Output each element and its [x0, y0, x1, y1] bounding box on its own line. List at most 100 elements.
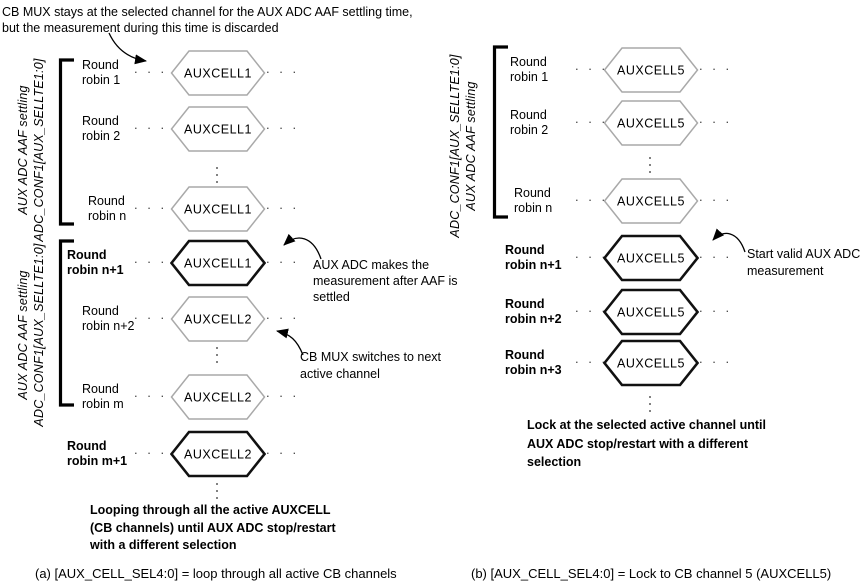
auxcell-hexagon-shape: [603, 234, 699, 282]
round-robin-label-line: robin n+3: [505, 363, 562, 377]
round-robin-label-line: robin 1: [82, 73, 121, 87]
axis-label-line: AUX ADC AAF settling: [16, 85, 30, 215]
annotation-line: AUX ADC makes the: [313, 258, 430, 272]
ellipsis-left: . . .: [134, 442, 168, 457]
auxcell-hexagon-shape: [603, 339, 699, 387]
vertical-ellipsis: [216, 342, 219, 368]
round-robin-label-line: robin 1: [510, 70, 549, 84]
vertical-ellipsis: [216, 162, 219, 188]
ellipsis-left: . . .: [134, 197, 168, 212]
ellipsis-right: . . .: [266, 197, 300, 212]
auxcell-hexagon-shape: [170, 186, 266, 232]
round-robin-label-line: robin n+2: [505, 312, 562, 326]
ellipsis-right: . . .: [699, 189, 733, 204]
ellipsis-left: . . .: [575, 111, 609, 126]
bracket-settling-b: [492, 45, 508, 219]
round-robin-label-line: robin n+2: [82, 319, 135, 333]
round-robin-label-line: Round: [82, 304, 119, 318]
ellipsis-right: . . .: [266, 61, 300, 76]
auxcell-hexagon: AUXCELL1: [170, 239, 266, 287]
ellipsis-right: . . .: [266, 307, 300, 322]
round-robin-label-line: robin n+1: [67, 263, 124, 277]
auxcell-hexagon: AUXCELL2: [170, 430, 266, 478]
caption-b: (b) [AUX_CELL_SEL4:0] = Lock to CB chann…: [471, 566, 832, 581]
annotation-line: Start valid AUX ADC: [747, 247, 861, 261]
ellipsis-right: . . .: [266, 442, 300, 457]
auxcell-hexagon: AUXCELL1: [170, 106, 266, 152]
ellipsis-left: . . .: [575, 58, 609, 73]
annotation-start-valid-measurement: Start valid AUX ADC measurement: [747, 246, 860, 279]
axis-label-settling-b: ADC_CONF1[AUX_SELLTE1:0] AUX ADC AAF set…: [447, 41, 479, 251]
round-robin-label-line: robin n+1: [505, 258, 562, 272]
auxcell-hexagon-label: AUXCELL2: [184, 313, 252, 327]
auxcell-hexagon-label: AUXCELL5: [617, 357, 685, 371]
ellipsis-left: . . .: [575, 246, 609, 261]
annotation-line: CB MUX switches to next: [300, 350, 442, 364]
auxcell-hexagon: AUXCELL5: [603, 288, 699, 336]
auxcell-hexagon-label: AUXCELL1: [184, 123, 252, 137]
auxcell-hexagon-shape: [603, 178, 699, 224]
axis-label-line: ADC_CONF1[AUX_SELLTE1:0]: [32, 58, 46, 242]
auxcell-hexagon-label: AUXCELL2: [184, 391, 252, 405]
auxcell-hexagon: AUXCELL5: [603, 100, 699, 146]
ellipsis-left: . . .: [575, 351, 609, 366]
auxcell-hexagon-label: AUXCELL1: [184, 257, 252, 271]
auxcell-hexagon-shape: [170, 50, 266, 96]
vertical-ellipsis: [649, 391, 652, 417]
auxcell-hexagon: AUXCELL2: [170, 296, 266, 342]
auxcell-hexagon-shape: [170, 374, 266, 420]
auxcell-hexagon-shape: [170, 296, 266, 342]
auxcell-hexagon-label: AUXCELL1: [184, 203, 252, 217]
annotation-line: settled: [313, 290, 350, 304]
annotation-line: measurement: [747, 263, 824, 278]
auxcell-hexagon-label: AUXCELL5: [617, 306, 685, 320]
auxcell-hexagon: AUXCELL1: [170, 50, 266, 96]
auxcell-hexagon: AUXCELL1: [170, 186, 266, 232]
top-note: CB MUX stays at the selected channel for…: [2, 5, 413, 36]
auxcell-hexagon-shape: [170, 430, 266, 478]
auxcell-hexagon: AUXCELL2: [170, 374, 266, 420]
auxcell-hexagon: AUXCELL5: [603, 234, 699, 282]
ellipsis-right: . . .: [699, 111, 733, 126]
footer-note-line: (CB channels) until AUX ADC stop/restart: [90, 520, 336, 535]
annotation-line: measurement after AAF is: [313, 274, 458, 288]
round-robin-label-line: Round: [505, 297, 545, 311]
ellipsis-right: . . .: [699, 351, 733, 366]
round-robin-label-line: Round: [510, 55, 547, 69]
auxcell-hexagon: AUXCELL5: [603, 178, 699, 224]
axis-label-line: AUX ADC AAF settling: [16, 270, 30, 400]
round-robin-label-line: robin 2: [510, 123, 549, 137]
ellipsis-left: . . .: [134, 61, 168, 76]
vertical-ellipsis: [216, 478, 219, 504]
round-robin-label-line: Round: [514, 186, 551, 200]
auxcell-hexagon-shape: [603, 100, 699, 146]
auxcell-hexagon-shape: [603, 288, 699, 336]
footer-note-looping: Looping through all the active AUXCELL (…: [90, 502, 336, 555]
auxcell-hexagon-label: AUXCELL5: [617, 195, 685, 209]
round-robin-label-line: Round: [67, 439, 107, 453]
ellipsis-right: . . .: [266, 117, 300, 132]
ellipsis-right: . . .: [266, 251, 300, 266]
round-robin-label-line: Round: [88, 194, 125, 208]
round-robin-label-line: Round: [67, 248, 107, 262]
auxcell-hexagon: AUXCELL5: [603, 47, 699, 93]
axis-label-settling-a1: AUX ADC AAF settling ADC_CONF1[AUX_SELLT…: [15, 45, 47, 255]
ellipsis-right: . . .: [699, 58, 733, 73]
ellipsis-left: . . .: [575, 300, 609, 315]
footer-note-line: AUX ADC stop/restart with a different: [527, 436, 749, 451]
round-robin-label-line: robin 2: [82, 129, 121, 143]
auxcell-hexagon-shape: [170, 239, 266, 287]
auxcell-hexagon-shape: [603, 47, 699, 93]
auxcell-hexagon-label: AUXCELL5: [617, 117, 685, 131]
round-robin-label-line: robin n: [88, 209, 127, 223]
